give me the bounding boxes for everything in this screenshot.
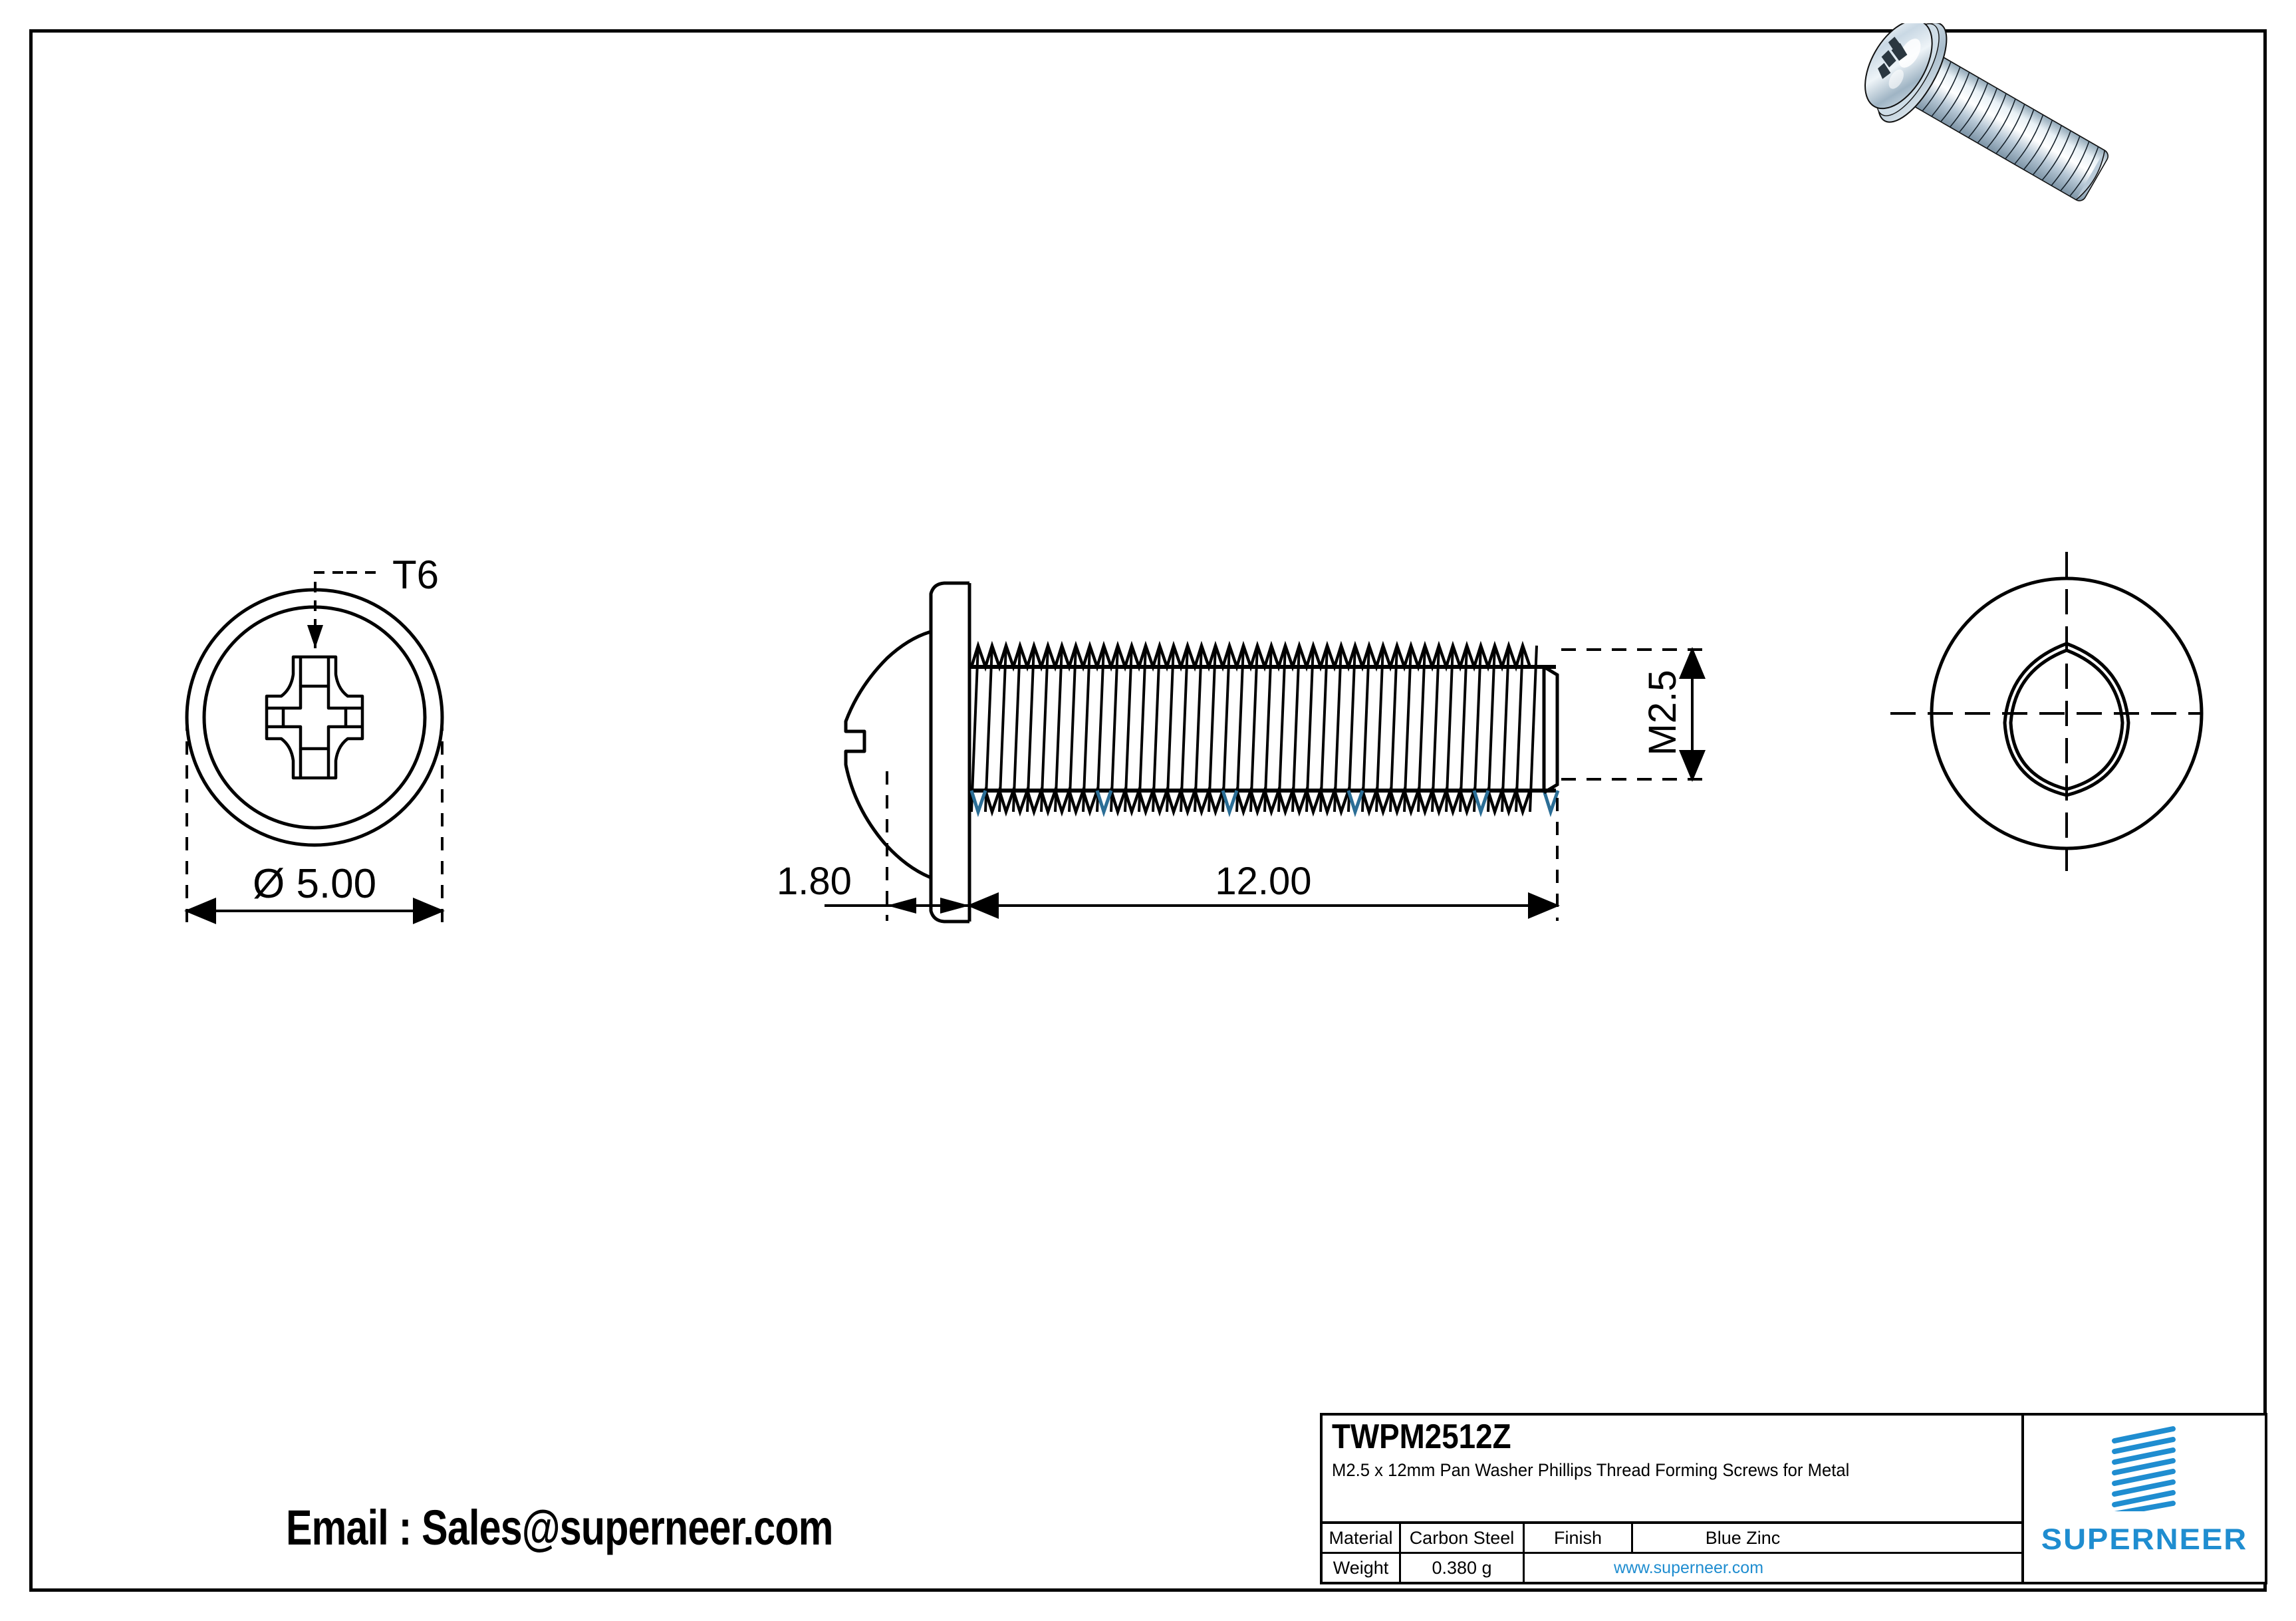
- thread-size-label: M2.5: [1641, 670, 1684, 756]
- material-row: Material Carbon Steel Finish Blue Zinc: [1323, 1524, 2021, 1554]
- website-link[interactable]: www.superneer.com: [1613, 1558, 1764, 1577]
- sheet-border: [29, 29, 2267, 1592]
- thread-length-label: 12.00: [1215, 860, 1311, 903]
- part-description: M2.5 x 12mm Pan Washer Phillips Thread F…: [1332, 1460, 1850, 1480]
- t6-leader-line: [307, 571, 384, 648]
- head-height-label: 1.80: [777, 860, 852, 903]
- finish-label: Finish: [1525, 1524, 1633, 1552]
- weight-row: Weight 0.380 g www.superneer.com: [1323, 1554, 2021, 1582]
- brand-panel: SUPERNEER: [2024, 1416, 2265, 1582]
- thread-flank-lines: [970, 645, 1538, 812]
- shank-end-cap: [1542, 665, 1559, 795]
- trilobe-profile-inner: [2009, 648, 2124, 791]
- finish-value: Blue Zinc: [1705, 1527, 1781, 1548]
- render-head-highlight: [1898, 39, 1921, 68]
- material-label: Material: [1323, 1524, 1401, 1552]
- title-block-left: TWPM2512Z M2.5 x 12mm Pan Washer Phillip…: [1323, 1416, 2024, 1582]
- thread-root-accents: [969, 790, 1560, 818]
- length-dimensions: [825, 771, 1560, 921]
- render-shank: [1910, 55, 2109, 201]
- head-diameter-label: Ø 5.00: [253, 861, 376, 907]
- weight-value: 0.380 g: [1401, 1554, 1525, 1582]
- trilobular-end-view: [1890, 552, 2204, 871]
- title-block-header: TWPM2512Z M2.5 x 12mm Pan Washer Phillip…: [1323, 1416, 2021, 1524]
- side-elevation-view: M2.5 1.80 12.00: [777, 581, 1706, 924]
- render-phillips-recess: [1878, 37, 1908, 79]
- pan-head-profile: [844, 581, 971, 924]
- head-diameter-dimension: [184, 717, 445, 929]
- t6-callout-label: T6: [392, 553, 439, 597]
- isometric-3d-render: [1864, 23, 2109, 201]
- email-contact-line: Email : Sales@superneer.com: [286, 1500, 833, 1555]
- thread-crest-top: [969, 640, 1532, 672]
- weight-label: Weight: [1323, 1554, 1401, 1582]
- shank-outer-circle: [1930, 576, 2204, 850]
- head-view-main: T6 Ø 5.00: [184, 553, 445, 929]
- brand-wordmark: SUPERNEER: [2041, 1522, 2248, 1556]
- part-number: TWPM2512Z: [1332, 1418, 1511, 1456]
- thread-size-dimension: [1561, 647, 1706, 782]
- superneer-logo-icon: [2112, 1426, 2176, 1511]
- material-value: Carbon Steel: [1401, 1524, 1525, 1552]
- phillips-cross-recess: [265, 655, 364, 780]
- title-block: TWPM2512Z M2.5 x 12mm Pan Washer Phillip…: [1320, 1413, 2267, 1584]
- trilobe-profile-outer: [2003, 642, 2130, 797]
- render-head-highlight-2: [1888, 69, 1904, 89]
